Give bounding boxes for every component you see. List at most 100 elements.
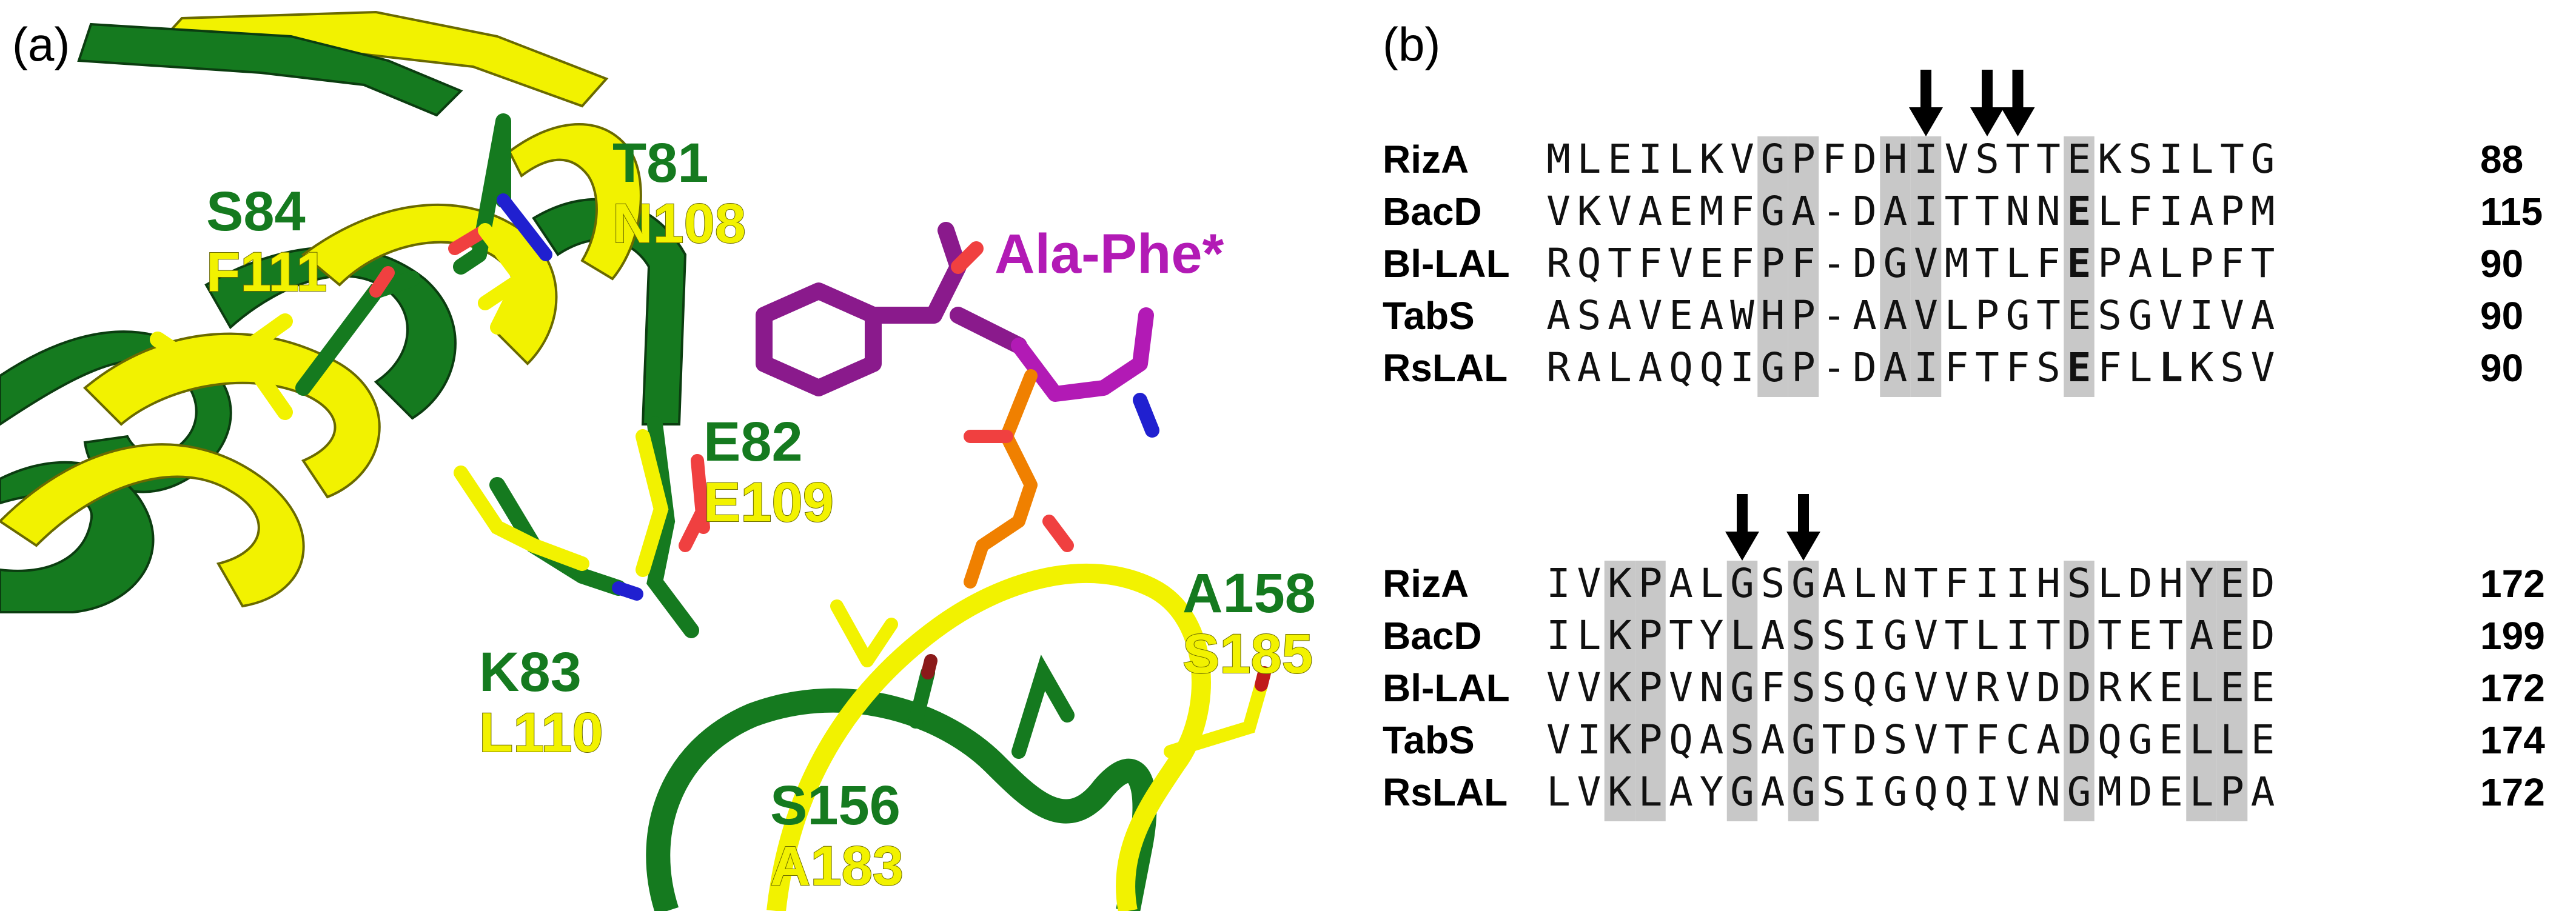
residue-letter: I [1975,560,1999,607]
residue-letter: S [1975,136,1999,182]
residue-letter: V [1577,664,1602,711]
residue-letter: K [1608,612,1632,659]
residue-letter: E [2159,769,2183,815]
residue-letter: E [1669,188,1693,235]
residue-letter: - [1822,344,1846,391]
sequence-name: RizA [1383,562,1469,606]
residue-label-green: E82 [703,411,803,473]
down-arrow-icon [1970,70,2004,136]
sequence-name: BacD [1383,614,1482,658]
residue-letter: I [2159,188,2183,235]
residue-letter: V [1914,664,1938,711]
residue-letter: E [2159,716,2183,763]
residue-letter: L [2190,716,2214,763]
residue-label-yellow: E109 [703,472,834,533]
residue-letter: E [2220,664,2244,711]
conserved-column-shade [2064,561,2095,821]
residue-letter: L [1700,560,1724,607]
residue-letter: G [1761,344,1785,391]
residue-letter: L [2098,560,2122,607]
residue-letter: L [2190,664,2214,711]
residue-letter: Q [1853,664,1877,711]
residue-letter: L [2220,716,2244,763]
residue-letter: F [2220,240,2244,287]
residue-letter: L [1608,344,1632,391]
residue-letter: A [1608,292,1632,339]
residue-letter: E [2251,716,2275,763]
residue-letter: - [1822,188,1846,235]
residue-letter: Y [2190,560,2214,607]
residue-letter: L [1546,769,1571,815]
residue-letter: I [2190,292,2214,339]
sequence-name: RsLAL [1383,770,1508,814]
residue-letter: P [2220,769,2244,815]
residue-letter: E [2067,136,2091,182]
residue-letter: G [1883,240,1908,287]
residue-label-green: K83 [479,641,582,703]
residue-letter: G [1883,664,1908,711]
residue-letter: K [2098,136,2122,182]
residue-letter: D [1853,136,1877,182]
loop-side-chains [830,599,1271,759]
residue-labels: T81 N108 S84 F111 E82 E109 K83 L110 A158… [206,132,1316,898]
conserved-column-shade [1604,561,1635,821]
side-chain-sticks [150,113,716,638]
residue-letter: V [1546,664,1571,711]
residue-letter: N [2006,188,2030,235]
residue-letter: V [1546,188,1571,235]
residue-letter: K [1608,769,1632,815]
residue-letter: E [2159,664,2183,711]
residue-letter: D [2067,716,2091,763]
residue-letter: R [1975,664,1999,711]
residue-letter: Q [1669,344,1693,391]
residue-letter: S [2098,292,2122,339]
residue-letter: V [1914,716,1938,763]
residue-letter: F [1730,188,1754,235]
residue-letter: A [1639,188,1663,235]
residue-letter: I [1914,136,1938,182]
residue-letter: Q [2098,716,2122,763]
residue-letter: L [2190,769,2214,815]
down-arrow-icon [1786,494,1820,561]
residue-letter: K [1577,188,1602,235]
residue-letter: A [1761,612,1785,659]
residue-letter: A [2128,240,2153,287]
sequence-name: Bl-LAL [1383,666,1510,710]
residue-letter: P [1639,560,1663,607]
residue-letter: - [1822,292,1846,339]
residue-letter: V [1945,136,1969,182]
residue-letter: K [1700,136,1724,182]
residue-letter: D [2128,769,2153,815]
sequence-end-number: 115 [2480,190,2543,233]
residue-letter: T [1822,716,1846,763]
residue-letter: P [2098,240,2122,287]
sequence-name: RsLAL [1383,346,1508,390]
residue-letter: F [1639,240,1663,287]
sequence-end-number: 174 [2480,718,2545,762]
residue-label-yellow: A183 [770,835,904,897]
residue-letter: D [2067,612,2091,659]
residue-letter: L [2190,136,2214,182]
residue-letter: A [1883,188,1908,235]
residue-letter: L [1945,292,1969,339]
sequence-name: BacD [1383,190,1482,233]
sequence-end-number: 172 [2480,562,2545,606]
residue-letter: N [1883,560,1908,607]
conserved-column-shade [2216,561,2248,821]
residue-letter: V [1945,664,1969,711]
residue-letter: V [1914,240,1938,287]
residue-letter: H [2036,560,2061,607]
residue-letter: A [1669,769,1693,815]
conserved-column-shade [2186,561,2217,821]
residue-letter: A [1761,716,1785,763]
down-arrow-icon [1909,70,1943,136]
residue-letter: M [2251,188,2275,235]
residue-letter: E [2251,664,2275,711]
residue-letter: L [1639,769,1663,815]
conserved-column-shade [1757,136,1788,397]
residue-letter: T [1945,188,1969,235]
residue-label-green: S156 [770,775,901,836]
residue-letter: I [1546,612,1571,659]
